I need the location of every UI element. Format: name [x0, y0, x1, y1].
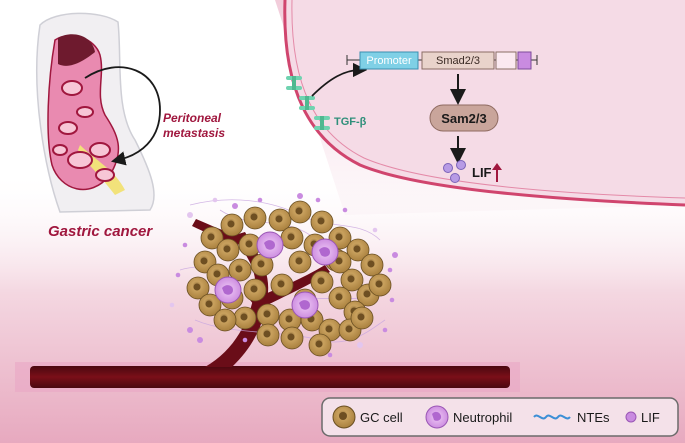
gc-cell-nucleus [335, 293, 343, 301]
gc-cell-nucleus [235, 265, 243, 273]
gene-construct: Promoter Smad2/3 [346, 51, 538, 70]
gc-cell-nucleus [250, 285, 258, 293]
metastasis-arrow [84, 66, 161, 166]
gastric-cancer-label: Gastric cancer [48, 223, 153, 240]
gc-cell-nucleus [277, 280, 285, 288]
promoter-label: Promoter [366, 55, 412, 67]
gc-cell-nucleus [200, 257, 208, 265]
neutrophil-nucleus [222, 285, 233, 295]
lif-dot [232, 203, 238, 209]
legend-gc-cell-label: GC cell [360, 410, 403, 425]
lif-dot [187, 327, 193, 333]
gc-cell-nucleus [317, 217, 325, 225]
gc-cell-nucleus [345, 325, 353, 333]
smad-gene-box [421, 51, 495, 70]
gc-cell-nucleus [207, 233, 215, 241]
lif-dot [342, 207, 348, 213]
gc-cell-nucleus [240, 313, 248, 321]
lif-dot [197, 337, 203, 343]
peritoneal-label-line2: metastasis [163, 126, 225, 140]
lif-dot [297, 193, 303, 199]
stomach-icon [36, 12, 155, 213]
lif-output-label: LIF [472, 165, 492, 180]
gc-cell-nucleus [220, 315, 228, 323]
gc-cell-nucleus [353, 245, 361, 253]
lif-molecules [443, 160, 466, 183]
gc-cell-nucleus [263, 330, 271, 338]
receptor-icon [286, 76, 330, 130]
gc-cell-nucleus [347, 275, 355, 283]
legend-gc-cell-icon [332, 405, 356, 429]
promoter-box [359, 51, 419, 70]
gc-cell-nucleus [335, 257, 343, 265]
sam-protein-pill [429, 104, 499, 132]
neutrophil-nucleus [319, 247, 330, 257]
legend-ntes-icon [533, 414, 571, 420]
smad-gene-label: Smad2/3 [436, 55, 480, 67]
legend-box [321, 397, 679, 437]
gc-cell-nucleus [357, 313, 365, 321]
lif-dot [257, 197, 263, 203]
cell-membrane-inner [291, 0, 685, 199]
lif-dot [175, 272, 181, 278]
gene-segment [495, 51, 517, 70]
lif-dot [392, 252, 398, 258]
lif-dot [372, 227, 378, 233]
lif-dot [169, 302, 175, 308]
neutrophil-nucleus [264, 240, 275, 250]
gc-cell-nucleus [295, 257, 303, 265]
gc-cell-nucleus [213, 270, 221, 278]
blood-vessel [30, 366, 510, 388]
gc-cell-nucleus [363, 290, 371, 298]
up-arrow-icon [492, 163, 502, 182]
tumor-cluster [169, 193, 398, 358]
legend: GC cell Neutrophil NTEs LIF [321, 397, 679, 437]
lif-dot [315, 197, 321, 203]
gc-cell-nucleus [325, 325, 333, 333]
gc-cell-nucleus [315, 340, 323, 348]
gc-cell-nucleus [223, 245, 231, 253]
signal-arrow [311, 62, 368, 97]
gc-cell-nucleus [193, 283, 201, 291]
liver [58, 34, 95, 66]
gene-segment-end [517, 51, 532, 70]
legend-lif-icon [625, 411, 637, 423]
gc-cell-nucleus [245, 240, 253, 248]
peritoneal-label-line1: Peritoneal [163, 111, 222, 125]
legend-neutrophil-icon [425, 405, 449, 429]
neutrophil-nucleus [299, 300, 310, 310]
gc-cell-nucleus [287, 233, 295, 241]
lif-dot [242, 337, 248, 343]
legend-lif-label: LIF [641, 410, 660, 425]
gc-cell-nucleus [367, 260, 375, 268]
gc-cell-nucleus [285, 315, 293, 323]
gc-cell-nucleus [287, 333, 295, 341]
lif-dot [212, 197, 218, 203]
gc-cell-nucleus [317, 277, 325, 285]
gc-cell-nucleus [295, 207, 303, 215]
gc-cell-nucleus [375, 280, 383, 288]
lif-dot [327, 352, 333, 358]
gc-cell-nucleus [227, 220, 235, 228]
gc-cell-nucleus [263, 310, 271, 318]
lif-dot [357, 342, 363, 348]
sam-protein-label: Sam2/3 [441, 111, 487, 126]
legend-ntes-label: NTEs [577, 410, 610, 425]
gc-cell-nucleus [250, 213, 258, 221]
cell-interior [284, 0, 685, 205]
gc-cell-nucleus [335, 233, 343, 241]
legend-neutrophil-label: Neutrophil [453, 410, 512, 425]
lif-dot [387, 267, 393, 273]
lif-dot [187, 212, 193, 218]
gc-cell-nucleus [275, 215, 283, 223]
gc-cell-nucleus [257, 260, 265, 268]
lif-dot [382, 327, 388, 333]
lif-dot [182, 242, 188, 248]
lif-dot [389, 297, 395, 303]
gc-cell-nucleus [205, 300, 213, 308]
tgf-beta-label: TGF-β [334, 116, 367, 128]
